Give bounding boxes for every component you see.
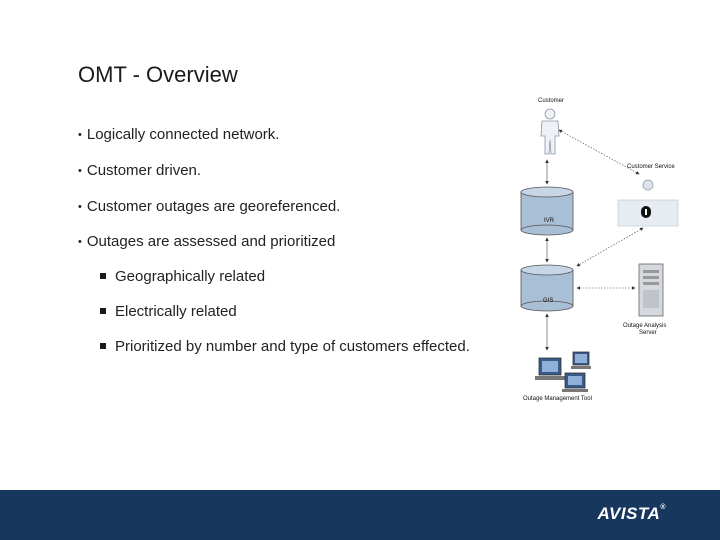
server-tower-icon: [638, 263, 664, 317]
gis-label: GIS: [543, 298, 553, 304]
sub-bullet-item: Prioritized by number and type of custom…: [100, 338, 470, 355]
bullet-dot-icon: •: [78, 129, 82, 141]
sub-bullet-item: Geographically related: [100, 268, 265, 285]
ivr-database-icon: [520, 186, 574, 236]
bullet-dot-icon: •: [78, 236, 82, 248]
customer-service-label: Customer Service: [627, 164, 675, 170]
bullet-item: •Logically connected network.: [78, 126, 280, 143]
bullet-dot-icon: •: [78, 201, 82, 213]
gis-database-icon: [520, 264, 574, 312]
customer-service-agent-icon: [617, 179, 679, 227]
workstation-computers-icon: [535, 351, 591, 392]
bullet-item: •Customer driven.: [78, 162, 202, 179]
diagram-connectors: [545, 129, 644, 351]
avista-logo: AVISTA®: [597, 504, 666, 523]
outage-server-label-line1: Outage Analysis: [623, 323, 666, 329]
customer-label: Customer: [538, 98, 564, 104]
bullet-dot-icon: •: [78, 165, 82, 177]
customer-person-icon: [540, 108, 560, 155]
slide-title: OMT - Overview: [78, 62, 238, 87]
square-bullet-icon: [100, 273, 106, 279]
ivr-label: IVR: [544, 218, 555, 224]
outage-server-label-line2: Server: [639, 330, 657, 336]
square-bullet-icon: [100, 308, 106, 314]
square-bullet-icon: [100, 343, 106, 349]
footer-bar: AVISTA®: [0, 490, 720, 540]
omt-tool-label: Outage Management Tool: [523, 396, 592, 402]
bullet-item: •Outages are assessed and prioritized: [78, 233, 336, 250]
sub-bullet-item: Electrically related: [100, 303, 237, 320]
bullet-item: •Customer outages are georeferenced.: [78, 198, 341, 215]
omt-architecture-diagram: Customer Customer Service IVR GIS: [515, 90, 715, 410]
